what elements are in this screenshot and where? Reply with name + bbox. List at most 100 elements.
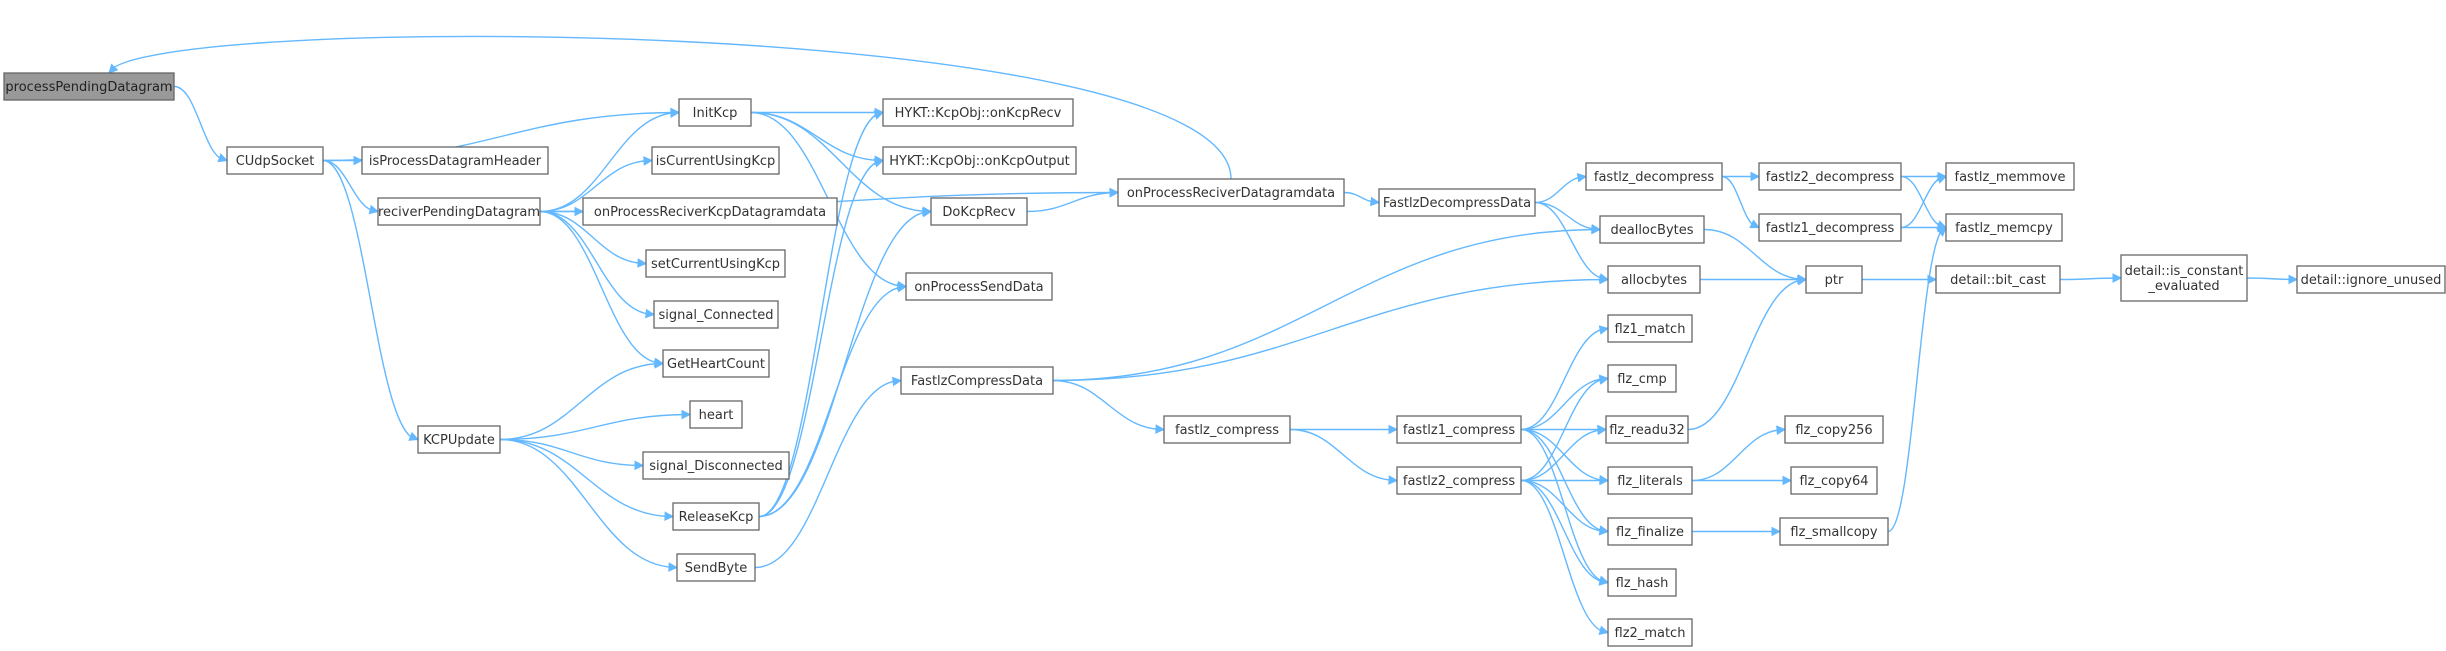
node-box (678, 98, 752, 127)
edge-fastlz1_compress-to-flz_literals (1520, 428, 1609, 482)
edge-FastlzCompressData-to-fastlz_compress (1052, 379, 1165, 431)
node-label: isCurrentUsingKcp (656, 154, 776, 169)
node-box (1607, 517, 1693, 546)
arrow-head-icon (664, 511, 675, 522)
arrow-head-icon (1388, 424, 1399, 435)
node-FastlzDecompressData[interactable]: FastlzDecompressData (1378, 188, 1536, 217)
node-onProcessSendData[interactable]: onProcessSendData (905, 272, 1053, 301)
node-DoKcpRecv[interactable]: DoKcpRecv (930, 197, 1028, 226)
edge-reciverPendingDatagram-to-InitKcp (539, 111, 680, 213)
node-heart[interactable]: heart (689, 400, 743, 429)
node-SendByte[interactable]: SendByte (676, 553, 756, 582)
node-onKcpOutput[interactable]: HYKT::KcpObj::onKcpOutput (882, 146, 1077, 175)
node-box (1599, 215, 1705, 244)
node-fastlz_decompress[interactable]: fastlz_decompress (1585, 162, 1723, 191)
node-signal_Disconnected[interactable]: signal_Disconnected (642, 451, 790, 480)
node-label: heart (699, 408, 734, 423)
node-flz_copy64[interactable]: flz_copy64 (1790, 466, 1878, 495)
node-flz2_match[interactable]: flz2_match (1607, 618, 1693, 647)
node-bit_cast[interactable]: detail::bit_cast (1935, 265, 2061, 294)
edge-fastlz2_compress-to-flz_hash (1520, 479, 1609, 584)
arrow-head-icon (1155, 424, 1166, 434)
node-flz_cmp[interactable]: flz_cmp (1607, 364, 1677, 393)
node-box (1935, 265, 2061, 294)
node-box (662, 349, 770, 378)
node-box (900, 366, 1054, 395)
arrow-head-icon (670, 108, 681, 118)
node-CUdpSocket[interactable]: CUdpSocket (226, 146, 324, 175)
node-flz_literals[interactable]: flz_literals (1607, 466, 1693, 495)
node-box (1945, 213, 2063, 242)
arrow-head-icon (1796, 275, 1808, 286)
edge-fastlz2_compress-to-flz_finalize (1520, 479, 1609, 533)
edge-fastlz2_compress-to-flz_cmp (1520, 377, 1609, 482)
node-label: signal_Disconnected (649, 459, 782, 474)
node-ptr[interactable]: ptr (1805, 265, 1863, 294)
node-InitKcp[interactable]: InitKcp (678, 98, 752, 127)
node-setCurrentUsingKcp[interactable]: setCurrentUsingKcp (645, 249, 786, 278)
node-label: flz_literals (1617, 474, 1683, 489)
edge-flz_readu32-to-ptr (1687, 278, 1807, 431)
node-KCPUpdate[interactable]: KCPUpdate (417, 425, 501, 454)
node-fastlz_memmove[interactable]: fastlz_memmove (1945, 162, 2075, 191)
node-flz_readu32[interactable]: flz_readu32 (1605, 415, 1689, 444)
node-label: fastlz_memmove (1955, 170, 2066, 185)
node-onProcessReciverKcpDatagramdata[interactable]: onProcessReciverKcpDatagramdata (582, 197, 838, 226)
node-flz1_match[interactable]: flz1_match (1607, 314, 1693, 343)
node-GetHeartCount[interactable]: GetHeartCount (662, 349, 770, 378)
node-isCurrentUsingKcp[interactable]: isCurrentUsingKcp (651, 146, 780, 175)
node-label: isProcessDatagramHeader (369, 154, 542, 169)
node-flz_smallcopy[interactable]: flz_smallcopy (1779, 517, 1889, 546)
edge-fastlz2_compress-to-flz2_match (1520, 479, 1609, 634)
node-label: flz_hash (1616, 576, 1669, 591)
node-box (226, 146, 324, 175)
node-label: signal_Connected (659, 308, 774, 323)
node-processPendingDatagram[interactable]: processPendingDatagram (3, 72, 175, 101)
node-signal_Connected[interactable]: signal_Connected (653, 300, 779, 329)
node-fastlz1_compress[interactable]: fastlz1_compress (1396, 415, 1522, 444)
node-onKcpRecv[interactable]: HYKT::KcpObj::onKcpRecv (882, 98, 1074, 127)
edge-reciverPendingDatagram-to-GetHeartCount (539, 210, 664, 365)
node-allocbytes[interactable]: allocbytes (1607, 265, 1701, 294)
node-is_constant_evaluated[interactable]: detail::is_constant_evaluated (2120, 254, 2248, 302)
node-box (1790, 466, 1878, 495)
node-flz_finalize[interactable]: flz_finalize (1607, 517, 1693, 546)
node-label: onProcessReciverKcpDatagramdata (594, 205, 826, 220)
node-onProcessReciverDatagramdata[interactable]: onProcessReciverDatagramdata (1117, 178, 1345, 207)
node-isProcessDatagramHeader[interactable]: isProcessDatagramHeader (361, 146, 549, 175)
node-label: HYKT::KcpObj::onKcpOutput (889, 154, 1070, 169)
node-flz_hash[interactable]: flz_hash (1607, 568, 1677, 597)
node-label: flz1_match (1615, 322, 1686, 337)
node-fastlz1_decompress[interactable]: fastlz1_decompress (1758, 213, 1902, 242)
arrow-head-icon (921, 207, 933, 218)
node-label: FastlzDecompressData (1383, 196, 1531, 211)
arrow-head-icon (1776, 425, 1787, 435)
node-flz_copy256[interactable]: flz_copy256 (1784, 415, 1884, 444)
node-label: GetHeartCount (667, 357, 765, 372)
arrow-head-icon (1936, 226, 1947, 237)
node-ReleaseKcp[interactable]: ReleaseKcp (672, 502, 760, 531)
node-FastlzCompressData[interactable]: FastlzCompressData (900, 366, 1054, 395)
node-fastlz_compress[interactable]: fastlz_compress (1163, 415, 1291, 444)
node-label: CUdpSocket (236, 154, 315, 169)
arrow-head-icon (891, 376, 903, 387)
edge-fastlz1_compress-to-flz1_match (1520, 327, 1609, 431)
node-reciverPendingDatagram[interactable]: reciverPendingDatagram (377, 197, 541, 226)
arrow-head-icon (643, 156, 654, 166)
edge-reciverPendingDatagram-to-isCurrentUsingKcp (539, 159, 653, 213)
edge-InitKcp-to-DoKcpRecv (750, 111, 932, 213)
node-box (642, 451, 790, 480)
node-fastlz_memcpy[interactable]: fastlz_memcpy (1945, 213, 2063, 242)
node-fastlz2_decompress[interactable]: fastlz2_decompress (1758, 162, 1902, 191)
node-ignore_unused[interactable]: detail::ignore_unused (2296, 265, 2446, 294)
node-label: onProcessSendData (914, 280, 1043, 295)
node-box (645, 249, 786, 278)
node-label: fastlz1_compress (1403, 423, 1515, 438)
node-deallocBytes[interactable]: deallocBytes (1599, 215, 1705, 244)
arrow-head-icon (1598, 375, 1610, 385)
edge-FastlzDecompressData-to-deallocBytes (1534, 201, 1601, 231)
edge-SendByte-to-FastlzCompressData (754, 379, 902, 569)
node-fastlz2_compress[interactable]: fastlz2_compress (1396, 466, 1522, 495)
node-box (1607, 314, 1693, 343)
